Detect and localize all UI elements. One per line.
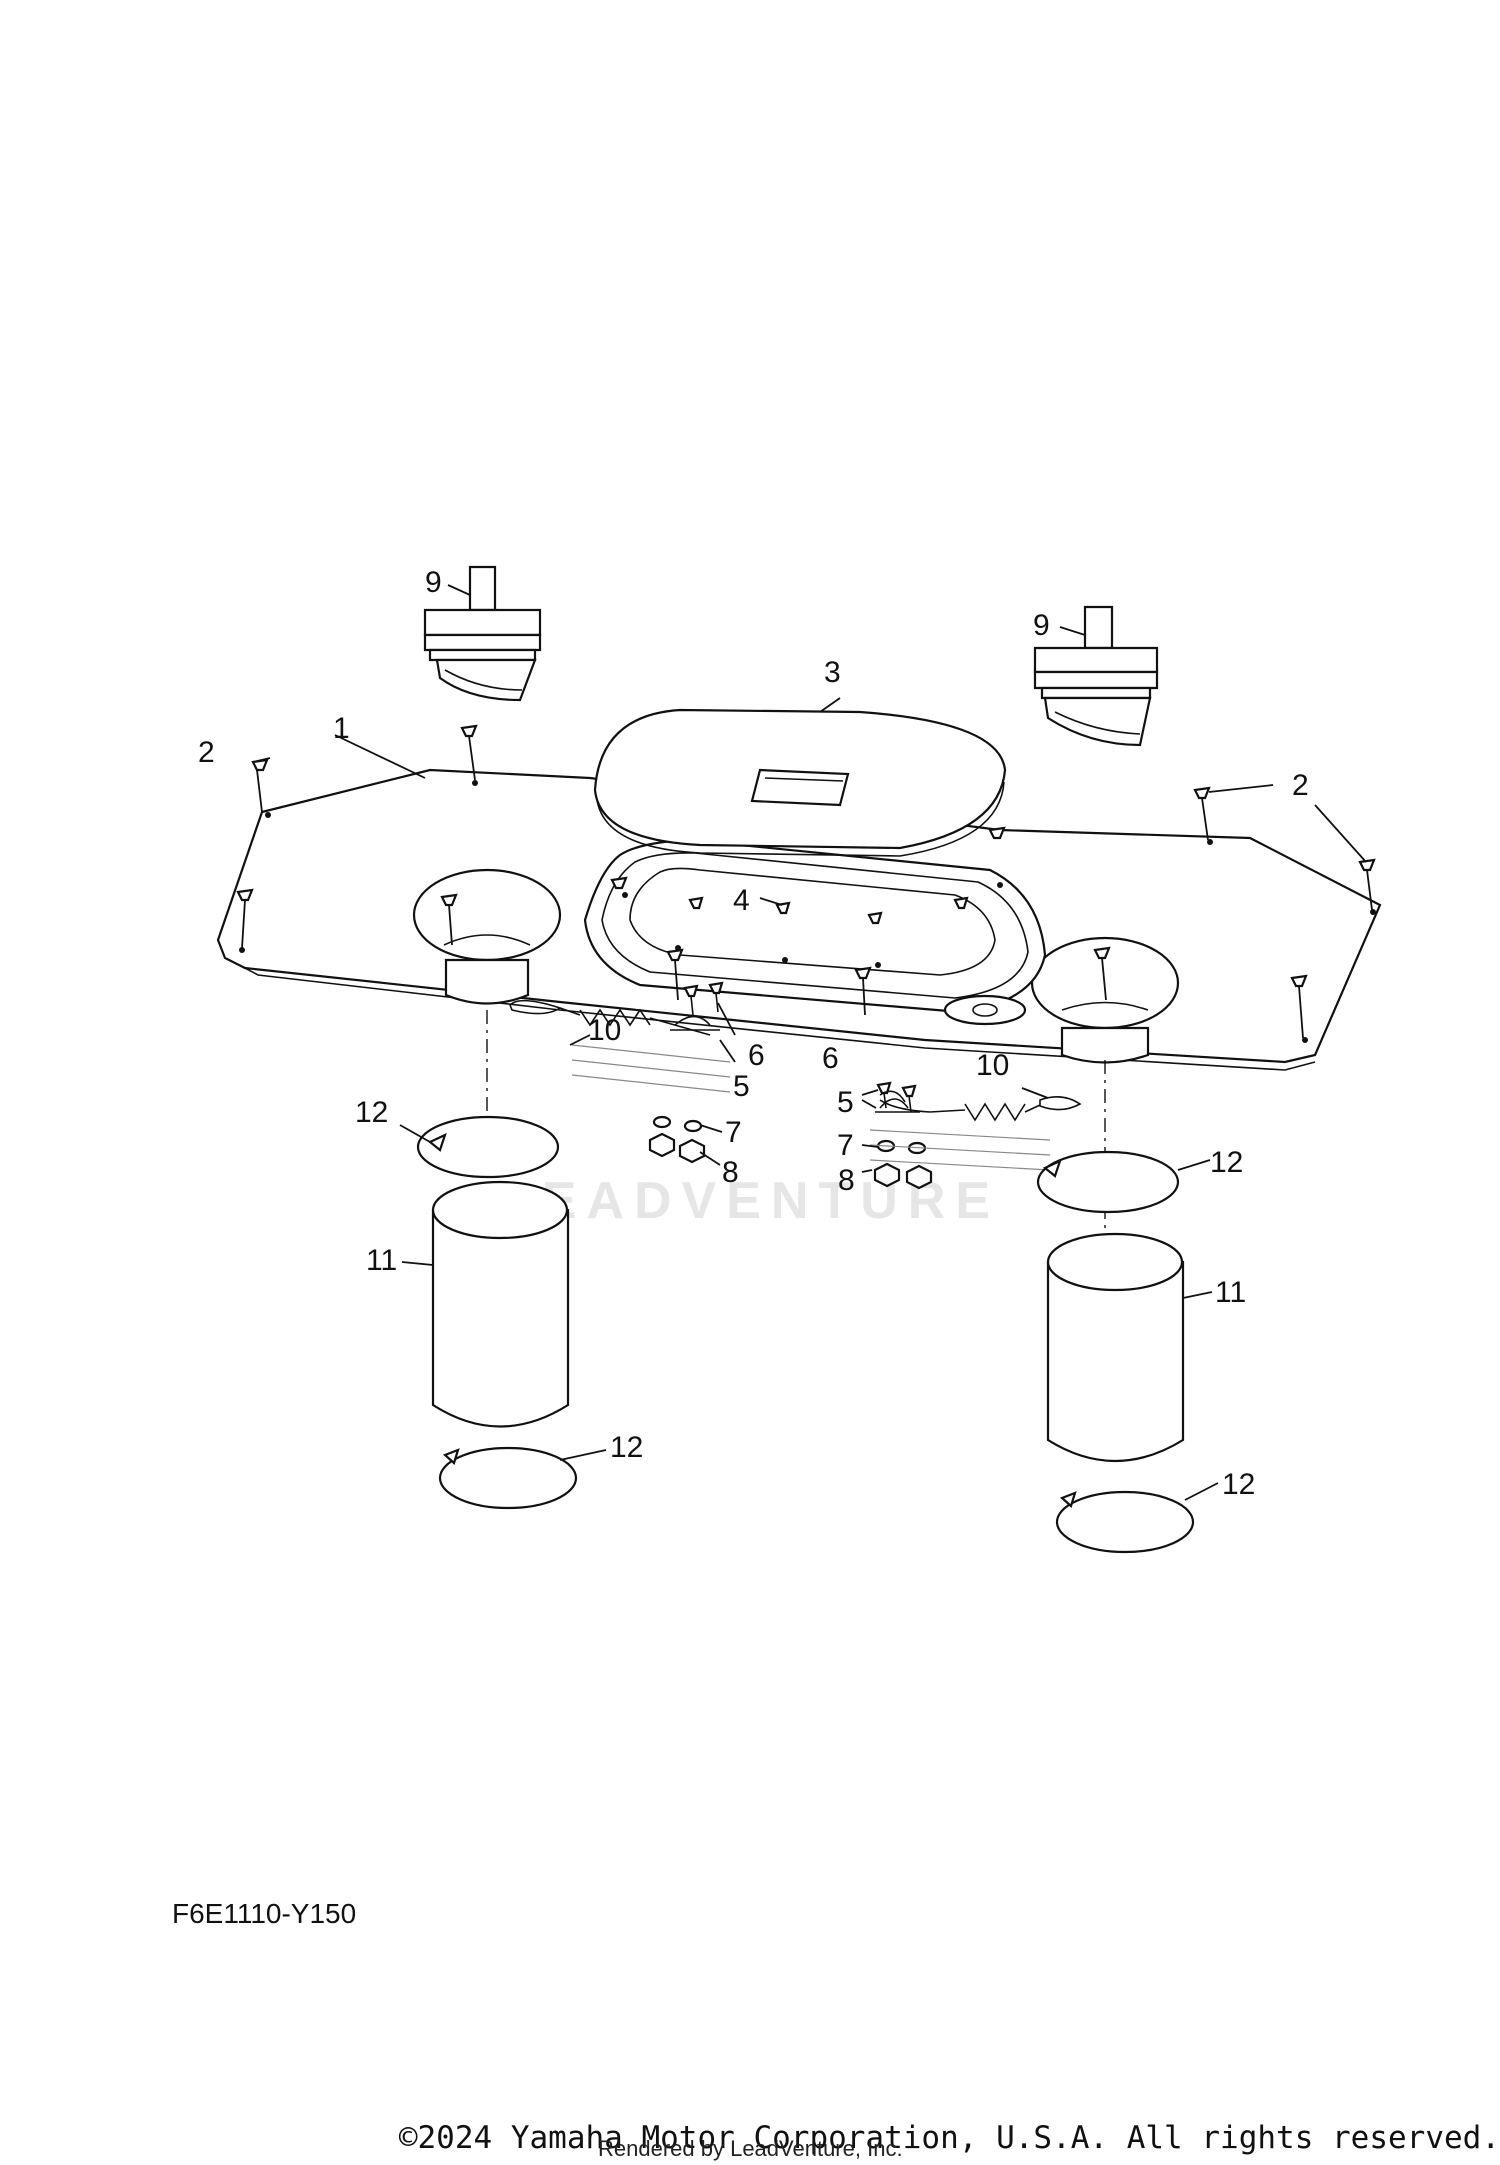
callout-1: 1 xyxy=(333,712,350,745)
callout-7-left: 7 xyxy=(725,1116,742,1149)
callout-8-right: 8 xyxy=(838,1164,855,1197)
copyright-notice: ©2024 Yamaha Motor Corporation, U.S.A. A… xyxy=(398,2120,1500,2156)
callout-4: 4 xyxy=(733,884,750,917)
part-2-screws xyxy=(236,724,1376,1039)
hardware-group-left xyxy=(509,981,736,1166)
callout-3: 3 xyxy=(824,656,841,689)
callout-2-left: 2 xyxy=(198,736,215,769)
callout-labels: 1 2 2 3 4 5 5 6 6 7 7 8 8 9 9 10 10 11 1… xyxy=(198,566,1309,1501)
callout-6-right: 6 xyxy=(822,1042,839,1075)
callout-6-left: 6 xyxy=(748,1039,765,1072)
callout-8-left: 8 xyxy=(722,1156,739,1189)
diagram-code: F6E1110-Y150 xyxy=(172,1898,357,1929)
callout-12-bottom-right: 12 xyxy=(1222,1468,1255,1501)
callout-10-right: 10 xyxy=(976,1049,1009,1082)
callout-9-left: 9 xyxy=(425,566,442,599)
part-9-vent-cap-left xyxy=(423,565,542,702)
callout-12-bottom-left: 12 xyxy=(610,1431,643,1464)
part-4-frame-screws xyxy=(688,896,969,925)
callout-12-top-right: 12 xyxy=(1210,1146,1243,1179)
callout-11-right: 11 xyxy=(1215,1276,1246,1309)
callout-11-left: 11 xyxy=(366,1244,397,1277)
callout-12-top-left: 12 xyxy=(355,1096,388,1129)
callout-2-right: 2 xyxy=(1292,769,1309,802)
hardware-group-right xyxy=(861,1081,1082,1190)
callout-leaders xyxy=(252,584,1367,1501)
rendered-by-notice: Rendered by LeadVenture, Inc. xyxy=(598,2136,903,2161)
callout-5-left: 5 xyxy=(733,1070,750,1103)
callout-10-left: 10 xyxy=(588,1014,621,1047)
tube-assembly-right xyxy=(1036,1060,1195,1554)
part-3-hatch-cover xyxy=(593,708,1007,857)
callout-7-right: 7 xyxy=(837,1129,854,1162)
callout-9-right: 9 xyxy=(1033,609,1050,642)
part-9-vent-cap-right xyxy=(1033,605,1159,747)
callout-5-right: 5 xyxy=(837,1086,854,1119)
tube-assembly-left xyxy=(416,1010,578,1510)
